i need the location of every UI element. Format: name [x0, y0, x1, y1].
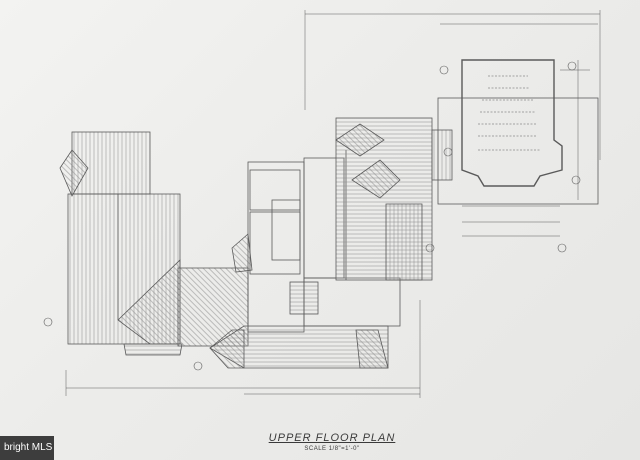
roof-left-wing — [59, 131, 183, 356]
roof-right-wing — [335, 117, 453, 281]
plan-caption: UPPER FLOOR PLAN SCALE 1/8"=1'-0" — [262, 432, 402, 452]
roof-connector — [177, 233, 253, 347]
plan-scale: SCALE 1/8"=1'-0" — [304, 446, 360, 452]
bonus-room — [437, 59, 599, 237]
roof-bottom — [209, 325, 389, 369]
plan-title: UPPER FLOOR PLAN — [268, 432, 396, 444]
mls-watermark-logo: bright MLS — [0, 436, 54, 460]
